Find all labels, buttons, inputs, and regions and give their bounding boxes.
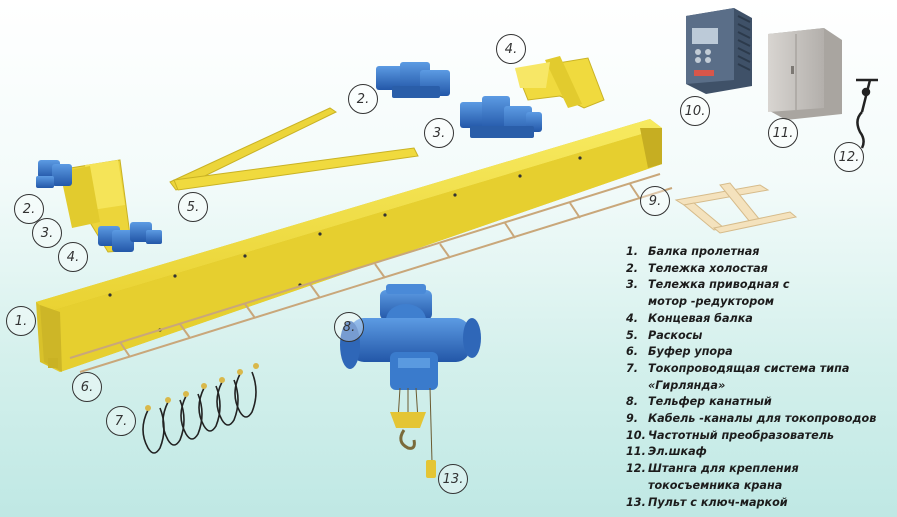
callout-label: 4. <box>66 249 80 265</box>
callout-label: 3. <box>432 125 446 141</box>
legend-text: Буфер упора <box>648 345 733 359</box>
legend-text: Токопроводящая система типа <box>648 361 850 375</box>
callout-label: 13. <box>442 471 464 487</box>
legend-item-7: 7. Токопроводящая система типа <box>626 361 892 378</box>
legend-text: Штанга для крепления <box>648 462 799 476</box>
legend-text: Концевая балка <box>648 311 753 325</box>
legend-number: 1. <box>626 245 639 258</box>
callout-3-trolley: 3. <box>424 118 454 148</box>
legend-number: 4. <box>626 311 639 325</box>
legend-number: 13. <box>626 495 646 509</box>
callout-6: 6. <box>72 372 102 402</box>
callout-2-trolley: 2. <box>348 84 378 114</box>
callout-label: 7. <box>114 413 128 429</box>
callout-label: 2. <box>22 201 36 217</box>
end-beam <box>515 56 605 109</box>
callout-3-left: 3. <box>32 218 62 248</box>
cable-channel-rails <box>69 173 673 373</box>
legend-number: 8. <box>626 395 639 409</box>
span-beam <box>36 119 662 372</box>
legend-item-2: 2. Тележка холостая <box>626 261 892 278</box>
legend-item-6: 6. Буфер упора <box>626 344 892 361</box>
callout-label: 10. <box>684 103 706 119</box>
legend-item-4: 4. Концевая балка <box>626 311 892 328</box>
callout-4-endbeam: 4. <box>496 34 526 64</box>
callout-label: 5. <box>186 199 200 215</box>
legend-item-12: 12.Штанга для крепления <box>626 461 892 478</box>
legend-item-12-continued: токосъемника крана <box>648 478 783 492</box>
legend-text: Тележка холостая <box>648 261 768 275</box>
callout-label: 4. <box>504 41 518 57</box>
callout-label: 12. <box>838 149 860 165</box>
legend-text: Тельфер канатный <box>648 395 772 409</box>
callout-label: 3. <box>40 225 54 241</box>
callout-label: 2. <box>356 91 370 107</box>
garland-cable-system <box>142 363 259 454</box>
legend-text: Кабель -каналы для токопроводов <box>648 412 877 426</box>
legend-item-5: 5. Раскосы <box>626 328 892 345</box>
legend-number: 12. <box>626 462 646 476</box>
legend-number: 9. <box>626 412 639 426</box>
legend-number: 5. <box>626 328 639 342</box>
callout-8: 8. <box>334 312 364 342</box>
braces <box>169 107 419 191</box>
cable-channel-piece <box>674 182 798 234</box>
legend-item-3-continued: мотор -редуктором <box>648 295 775 309</box>
electrical-cabinet <box>768 28 842 120</box>
legend-text: Эл.шкаф <box>648 445 707 459</box>
callout-4-left: 4. <box>58 242 88 272</box>
legend-number: 2. <box>626 261 639 275</box>
legend-item-11: 11.Эл.шкаф <box>626 444 892 461</box>
legend-text: Балка пролетная <box>648 245 760 258</box>
current-collector-bar <box>856 78 878 149</box>
legend-item-3: 3. Тележка приводная с <box>626 277 892 294</box>
legend-item-10: 10.Частотный преобразователь <box>626 428 892 445</box>
legend-item-1: 1. Балка пролетная <box>626 244 892 261</box>
idle-trolley <box>376 62 450 98</box>
callout-7: 7. <box>106 406 136 436</box>
callout-11: 11. <box>768 118 798 148</box>
wire-rope-hoist <box>340 284 481 478</box>
callout-label: 9. <box>648 193 662 209</box>
frequency-inverter <box>686 8 752 94</box>
legend-item-9: 9. Кабель -каналы для токопроводов <box>626 411 892 428</box>
callout-label: 11. <box>772 125 794 141</box>
legend-item-8: 8. Тельфер канатный <box>626 394 892 411</box>
callout-label: 6. <box>80 379 94 395</box>
drive-trolley <box>460 96 542 138</box>
legend-number: 11. <box>626 445 646 459</box>
callout-12: 12. <box>834 142 864 172</box>
legend-text: Частотный преобразователь <box>648 428 834 442</box>
callout-9: 9. <box>640 186 670 216</box>
component-legend: 1. Балка пролетная 2. Тележка холостая 3. Т… <box>626 244 892 511</box>
callout-5: 5. <box>178 192 208 222</box>
legend-item-7-continued: «Гирлянда» <box>648 378 726 392</box>
legend-text: Раскосы <box>648 328 703 342</box>
callout-13: 13. <box>438 464 468 494</box>
legend-number: 3. <box>626 278 639 292</box>
legend-number: 7. <box>626 361 639 375</box>
buffer-stop <box>48 358 58 368</box>
callout-1: 1. <box>6 306 36 336</box>
callout-10: 10. <box>680 96 710 126</box>
callout-label: 8. <box>342 319 356 335</box>
legend-text: Пульт с ключ-маркой <box>648 495 788 509</box>
callout-label: 1. <box>14 313 28 329</box>
legend-number: 6. <box>626 345 639 359</box>
left-end-beam-assembly <box>36 159 162 253</box>
legend-number: 10. <box>626 428 646 442</box>
legend-text: Тележка приводная с <box>648 278 790 292</box>
legend-item-13: 13.Пульт с ключ-маркой <box>626 495 892 512</box>
